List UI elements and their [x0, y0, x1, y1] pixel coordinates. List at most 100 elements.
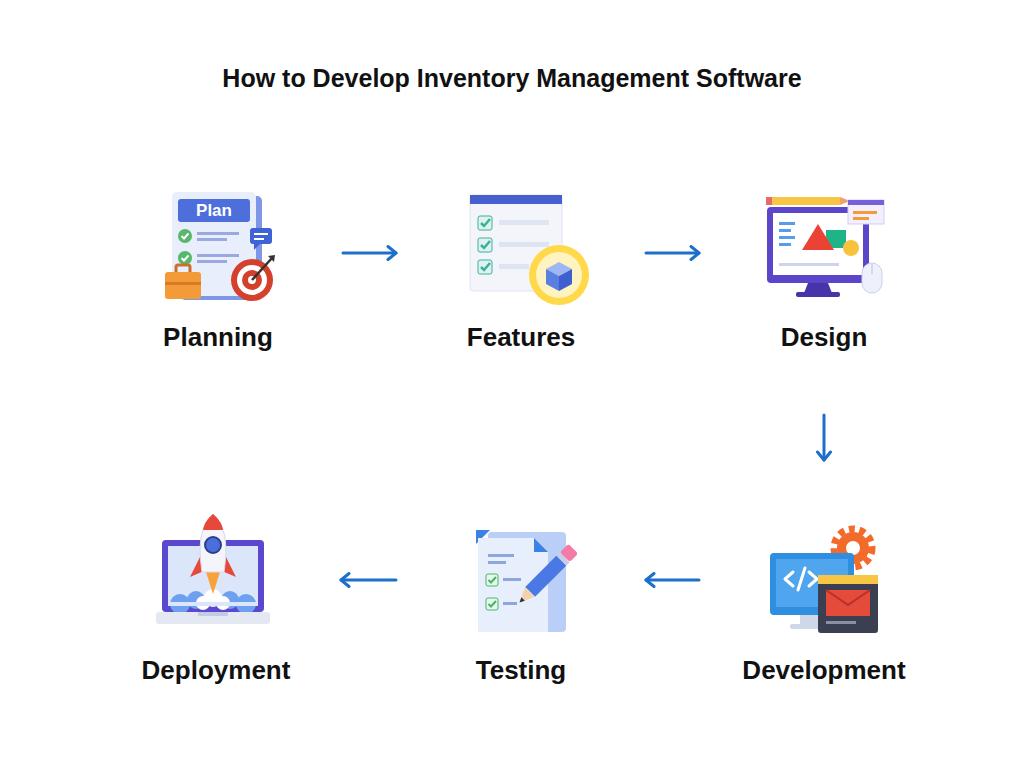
bubble-line	[254, 233, 268, 235]
pencil	[515, 544, 579, 608]
plan-header	[178, 199, 250, 222]
step-node: Features	[396, 170, 646, 415]
step-node: Testing	[396, 460, 646, 705]
check-mark	[182, 256, 189, 261]
screen-line	[779, 236, 795, 239]
bubble-line	[254, 238, 264, 240]
text-line	[499, 220, 549, 225]
features-icon	[470, 195, 589, 305]
display-edge	[168, 602, 258, 606]
node-text-group: Testing	[396, 655, 646, 685]
red-triangle	[802, 224, 834, 250]
monitor	[767, 207, 869, 283]
flow-connector-group	[646, 580, 699, 581]
node-text-group: Design	[699, 322, 949, 352]
briefcase	[165, 272, 201, 299]
development-icon	[770, 529, 878, 633]
node-text-group: Features	[396, 322, 646, 352]
laptop-base	[156, 612, 270, 624]
check-mark	[481, 263, 490, 270]
pencil-point	[518, 597, 525, 604]
check-mark	[481, 219, 490, 226]
text-line	[503, 602, 517, 605]
checkbox	[478, 260, 492, 274]
envelope-flap	[826, 590, 870, 605]
check-circle	[178, 251, 192, 265]
check-circle	[178, 229, 192, 243]
flow-arrow	[646, 252, 699, 255]
step-label: Testing	[476, 655, 567, 685]
screen-line	[779, 229, 791, 232]
screen-line	[779, 263, 839, 266]
node-text-group: Development	[699, 655, 949, 685]
step-node: Design	[699, 170, 949, 415]
deployment-icon	[156, 514, 270, 624]
card-bar	[848, 200, 884, 205]
mouse	[862, 263, 882, 293]
text-line	[197, 232, 239, 235]
laptop-notch	[198, 612, 228, 616]
rocket-window	[205, 537, 221, 553]
flow-arrow	[646, 579, 699, 582]
monitor-stand	[804, 283, 832, 293]
text-line	[499, 264, 529, 269]
text-line	[197, 260, 227, 263]
node-text-group: Deployment	[91, 655, 341, 685]
flow-arrow	[343, 252, 396, 255]
text-line	[197, 254, 239, 257]
check-mark	[489, 601, 497, 607]
rocket-flame	[206, 572, 220, 594]
speech-tail	[254, 244, 260, 250]
cube-left	[546, 269, 559, 291]
gear-hole	[846, 541, 860, 555]
design-icon	[766, 197, 884, 297]
step-label: Deployment	[142, 655, 291, 685]
screen-line	[779, 243, 791, 246]
code-symbol	[785, 568, 817, 590]
testing-icon	[476, 530, 578, 632]
sheet-fold	[534, 538, 548, 552]
step-label: Development	[742, 655, 905, 685]
checkbox	[486, 598, 498, 610]
flow-connector-group	[824, 415, 825, 460]
window-bar	[470, 195, 562, 204]
dart-fletch	[268, 255, 275, 262]
card-line	[853, 211, 877, 214]
app-window-bar	[818, 575, 878, 584]
envelope	[826, 590, 870, 616]
window	[470, 195, 562, 291]
step-node: Development	[699, 460, 949, 705]
checkbox	[478, 216, 492, 230]
checkbox	[478, 238, 492, 252]
checkbox	[486, 574, 498, 586]
check-mark	[182, 234, 189, 239]
app-window	[818, 575, 878, 633]
rocket-nose	[203, 514, 223, 530]
briefcase-strap	[165, 282, 201, 285]
node-text-group: Planning	[93, 322, 343, 352]
step-label: Features	[467, 322, 575, 352]
check-mark	[489, 577, 497, 583]
flow-connector-group	[646, 253, 699, 254]
coin-inner	[536, 252, 582, 298]
text-line	[197, 238, 227, 241]
target-ring	[231, 259, 273, 301]
mouse-wheel	[871, 264, 873, 274]
flow-arrow	[823, 415, 826, 460]
cube-right	[559, 269, 572, 291]
card-line	[853, 217, 869, 220]
step-label: Design	[781, 322, 868, 352]
yellow-circle	[843, 240, 859, 256]
text-line	[488, 561, 506, 564]
text-line	[503, 578, 521, 581]
icon-label: Plan	[178, 199, 250, 222]
pencil-body	[772, 197, 840, 205]
pencil-eraser	[766, 197, 772, 205]
flow-connector-group	[341, 580, 396, 581]
step-label: Planning	[163, 322, 273, 352]
screen-line	[779, 222, 795, 225]
step-node: Deployment	[91, 460, 341, 705]
